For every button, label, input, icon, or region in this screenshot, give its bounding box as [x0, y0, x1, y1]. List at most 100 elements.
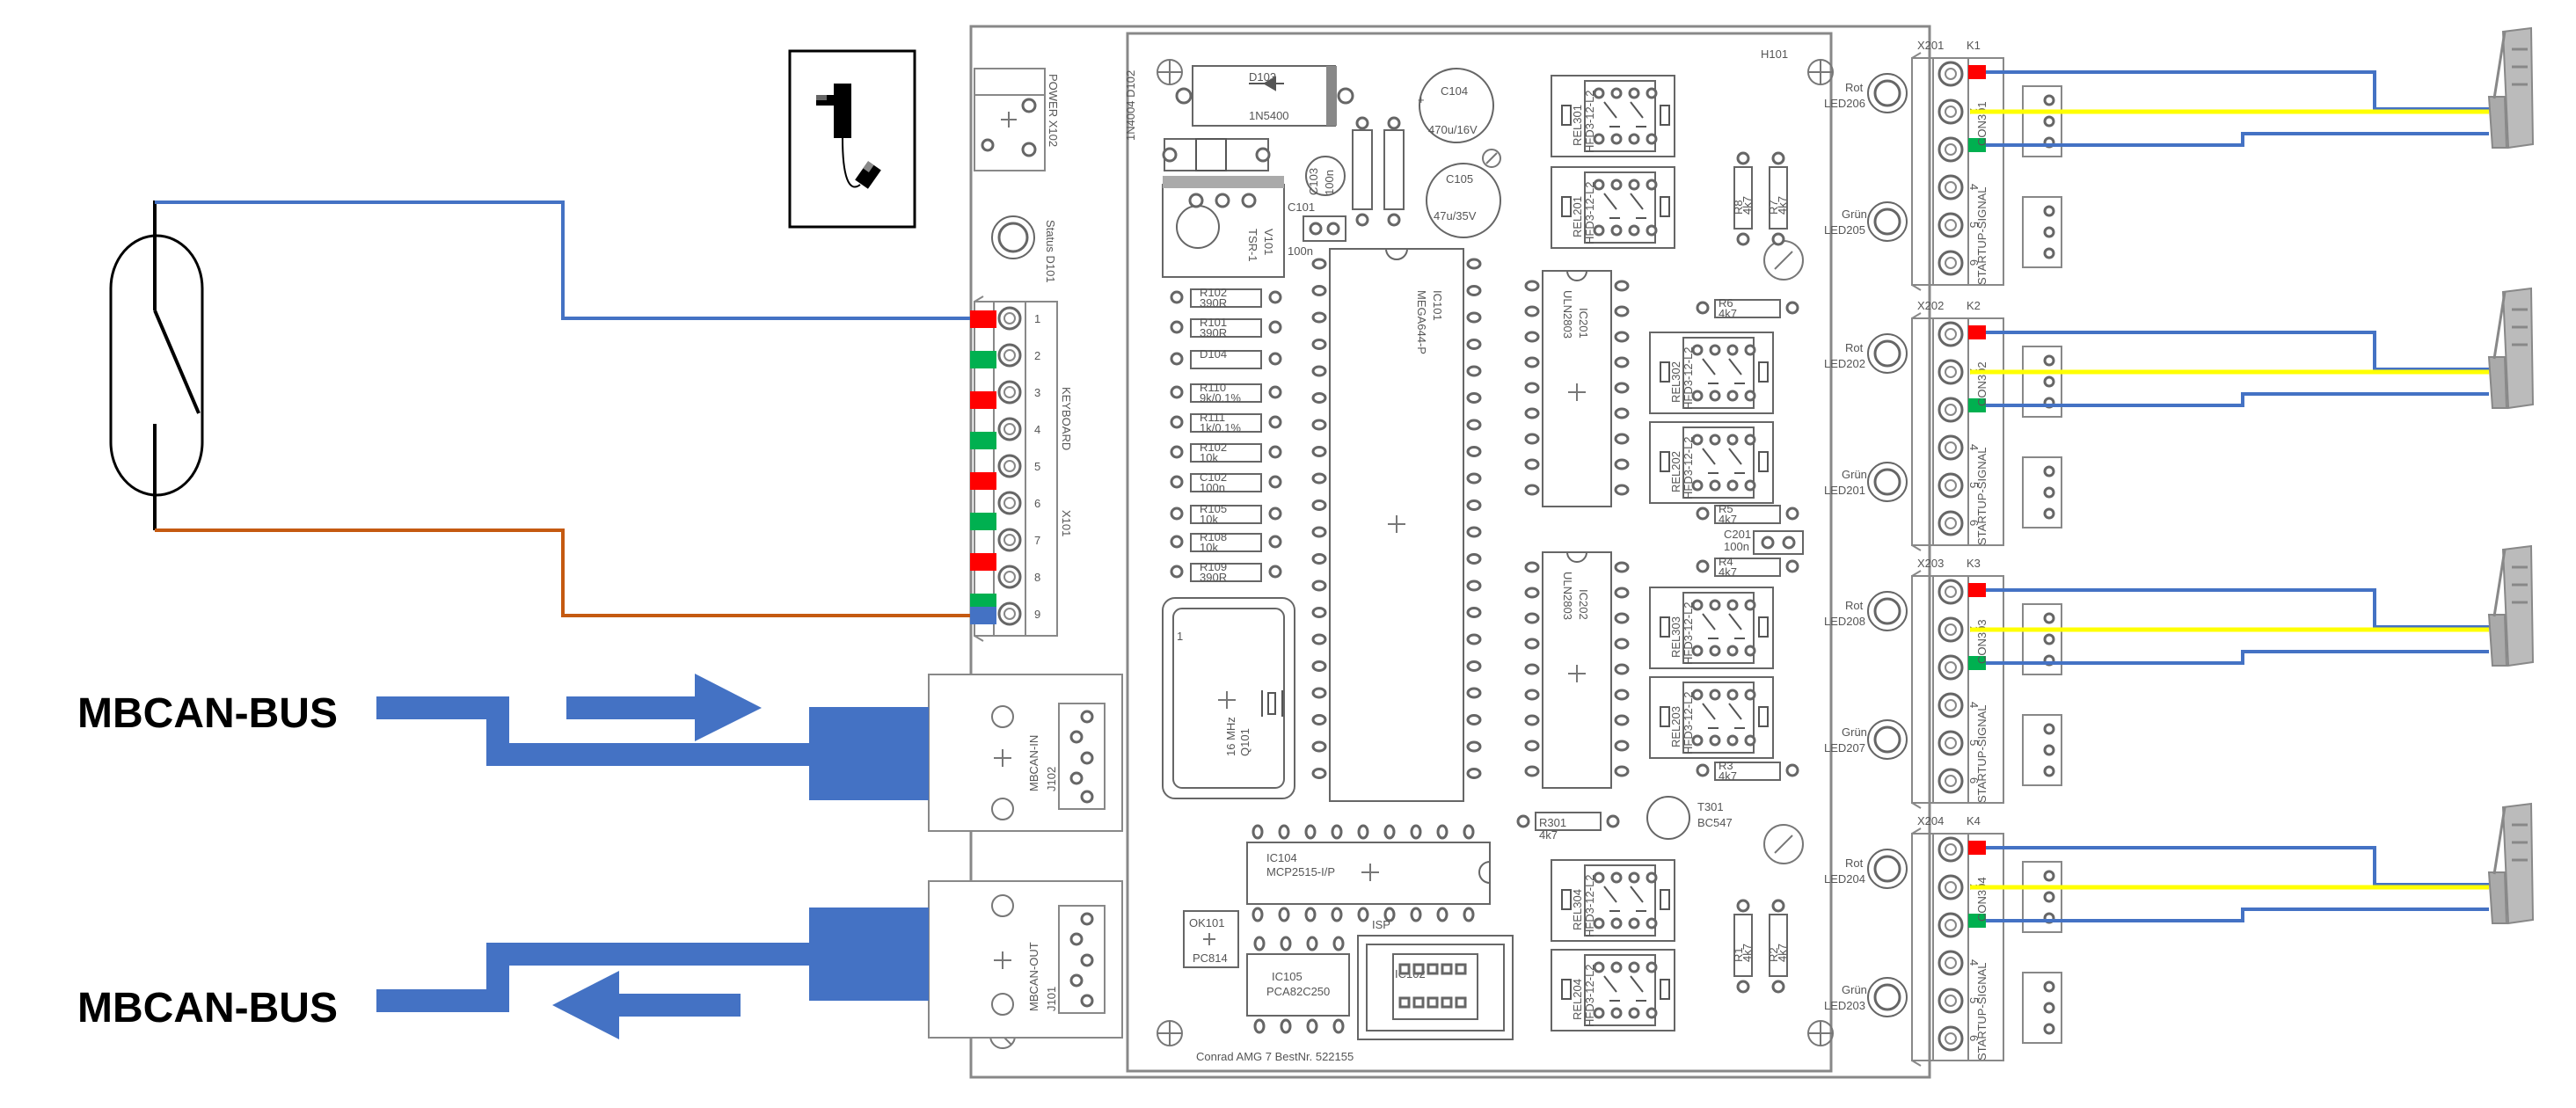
svg-text:PC814: PC814: [1193, 951, 1228, 965]
resistor-pad: [1696, 301, 1710, 315]
relay-pad: [1726, 645, 1739, 657]
output-pad-inner: [1945, 775, 1957, 787]
relay-pad: [1593, 871, 1605, 884]
relay-body: [1584, 171, 1656, 244]
isp-pin: [1412, 996, 1425, 1009]
output-connector-ref: X201: [1917, 39, 1944, 52]
relay-pad: [1593, 224, 1605, 237]
resistor-body: [1190, 505, 1262, 524]
isp-pin: [1398, 963, 1411, 975]
resistor-pad: [1170, 415, 1184, 429]
output-pin-number: 6: [1967, 520, 1981, 526]
svg-text:MBCAN-OUT: MBCAN-OUT: [1027, 942, 1040, 1011]
resistor-body: [1190, 383, 1262, 403]
output-pad: [1937, 616, 1964, 643]
output-aux-pad: [2043, 226, 2055, 238]
arrow-right-icon: [566, 674, 762, 741]
ic-pin: [1383, 824, 1396, 840]
ic-pin: [1466, 687, 1482, 699]
can-out-connector: MBCAN-OUT J101: [928, 880, 1123, 1039]
resistor-pad: [1771, 232, 1785, 246]
relay-pad: [1709, 645, 1721, 657]
keyboard-pad-inner: [1003, 460, 1016, 472]
output-pin-number: 5: [1967, 222, 1981, 228]
ic-pin: [1304, 824, 1317, 840]
output-pin-number: 6: [1967, 259, 1981, 266]
relay-outline: [1649, 421, 1774, 504]
output-pad: [1937, 912, 1964, 938]
output-aux-pad: [2043, 612, 2055, 624]
resistor-ref: R8: [1732, 200, 1745, 215]
output-k-ref: K3: [1967, 557, 1981, 570]
resistor-pad: [1696, 559, 1710, 573]
ic-pin: [1466, 365, 1482, 377]
ic-pin: [1614, 407, 1630, 419]
output-connector-edge: [1911, 52, 1922, 291]
output-wire-blue-top: [1986, 331, 2489, 371]
relay-pad: [1709, 479, 1721, 492]
svg-text:MEGA644-P: MEGA644-P: [1415, 290, 1428, 354]
resistor-pad: [1771, 899, 1785, 913]
output-pad-inner: [1945, 586, 1957, 598]
resistor-ref: R105: [1200, 502, 1227, 515]
svg-text:ULN2803: ULN2803: [1561, 290, 1574, 339]
relay-pad: [1610, 871, 1623, 884]
output-pad: [1937, 472, 1964, 499]
keyboard-led-9: [970, 607, 996, 624]
output-pad-inner: [1945, 404, 1957, 416]
relay-pad: [1646, 961, 1658, 973]
svg-text:IC101: IC101: [1431, 290, 1444, 321]
output-aux-terminal: [2022, 456, 2062, 528]
relay-outline: [1649, 332, 1774, 414]
resistors-r106-r108: [1352, 116, 1405, 227]
svg-text:470u/16V: 470u/16V: [1428, 123, 1478, 136]
resistor-body: [1190, 533, 1262, 552]
turnout-base: [2487, 871, 2508, 924]
can-transceiver-ic105: IC105 PCA82C250: [1246, 936, 1350, 1034]
relay-pad: [1646, 1007, 1658, 1019]
output-pad: [1937, 874, 1964, 900]
resistor-value: 10k: [1200, 513, 1218, 526]
resistor-pad: [1268, 507, 1282, 521]
keyboard-pad: [997, 343, 1022, 368]
resistor-pad: [1268, 320, 1282, 334]
relay-pad: [1646, 224, 1658, 237]
output-pad: [1937, 98, 1964, 125]
resistor-pad: [1170, 475, 1184, 489]
keyboard-pad: [997, 601, 1022, 626]
relay-pad: [1593, 87, 1605, 99]
output-k-ref: K1: [1967, 39, 1981, 52]
output-led-red-marker: [1968, 65, 1986, 79]
ic-pin: [1463, 907, 1475, 922]
resistor-ref: R3: [1719, 759, 1733, 772]
output-led-red-label: Rot: [1845, 599, 1864, 612]
svg-text:PCA82C250: PCA82C250: [1266, 985, 1330, 998]
ic-pin: [1524, 689, 1540, 701]
relay-pad: [1744, 479, 1756, 492]
relay-coil-left: [1660, 451, 1670, 472]
output-pin-number: 5: [1967, 997, 1981, 1003]
output-wire-blue-top: [1986, 70, 2489, 111]
keyboard-pad: [997, 417, 1022, 441]
output-wire-blue-top: [1986, 588, 2489, 629]
ic-pin: [1466, 740, 1482, 753]
ic-pin: [1253, 1018, 1266, 1034]
ic-pin: [1524, 638, 1540, 650]
relay-pad: [1744, 434, 1756, 446]
resistor-value: 10k: [1200, 541, 1218, 554]
relay-pad: [1610, 179, 1623, 191]
ic-pin: [1466, 660, 1482, 672]
ic-pin: [1383, 907, 1396, 922]
output-pad: [1937, 654, 1964, 681]
relay-coil-left: [1561, 196, 1572, 217]
relay-pad: [1593, 917, 1605, 929]
output-aux-pad: [2043, 980, 2055, 993]
resistor-value: 390R: [1200, 326, 1227, 339]
ic-pin: [1311, 499, 1327, 511]
board-inner-outline: [1126, 32, 1833, 1073]
resistor-body: [1190, 443, 1262, 463]
output-aux-pad: [2043, 744, 2055, 756]
